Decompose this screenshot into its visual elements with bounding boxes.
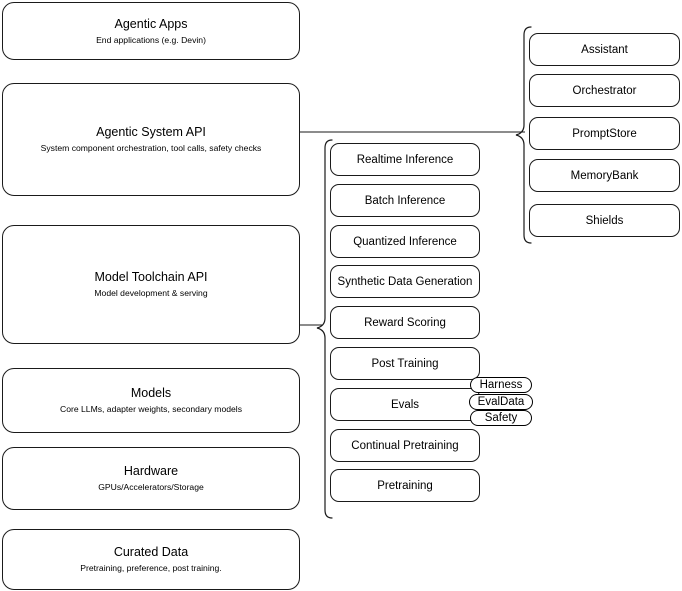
item-label: PromptStore (572, 127, 637, 140)
item-label: Pretraining (377, 479, 433, 492)
eval-pill-safety[interactable]: Safety (470, 410, 532, 426)
eval-pill-label: Safety (484, 411, 518, 424)
layer-box-hardware[interactable]: Hardware GPUs/Accelerators/Storage (2, 447, 300, 510)
toolchain-item-batch-inference[interactable]: Batch Inference (330, 184, 480, 217)
item-label: MemoryBank (570, 169, 639, 182)
layer-title: Hardware (123, 464, 179, 478)
layer-title: Curated Data (113, 545, 189, 559)
item-label: Realtime Inference (356, 153, 454, 166)
item-label: Assistant (581, 43, 628, 56)
toolchain-item-quantized-inference[interactable]: Quantized Inference (330, 225, 480, 258)
system-item-shields[interactable]: Shields (529, 204, 680, 237)
eval-pill-harness[interactable]: Harness (470, 377, 532, 393)
brace-system-items (515, 25, 533, 245)
layer-box-agentic-system-api[interactable]: Agentic System API System component orch… (2, 83, 300, 196)
eval-pill-label: Harness (479, 378, 523, 391)
eval-pill-label: EvalData (477, 395, 525, 408)
toolchain-item-continual-pretraining[interactable]: Continual Pretraining (330, 429, 480, 462)
toolchain-item-pretraining[interactable]: Pretraining (330, 469, 480, 502)
item-label: Post Training (371, 357, 439, 370)
toolchain-item-realtime-inference[interactable]: Realtime Inference (330, 143, 480, 176)
layer-title: Agentic Apps (114, 16, 188, 31)
toolchain-item-evals[interactable]: Evals (330, 388, 480, 421)
system-item-promptstore[interactable]: PromptStore (529, 117, 680, 150)
connector-toolchain-tick (300, 318, 326, 334)
layer-subtitle: Core LLMs, adapter weights, secondary mo… (60, 404, 242, 414)
toolchain-item-reward-scoring[interactable]: Reward Scoring (330, 306, 480, 339)
item-label: Reward Scoring (364, 316, 446, 329)
item-label: Continual Pretraining (351, 439, 459, 452)
layer-subtitle: End applications (e.g. Devin) (96, 34, 206, 45)
layer-title: Agentic System API (96, 125, 206, 139)
layer-box-model-toolchain-api[interactable]: Model Toolchain API Model development & … (2, 225, 300, 344)
system-item-memorybank[interactable]: MemoryBank (529, 159, 680, 192)
brace-toolchain-items (316, 138, 334, 520)
item-label: Evals (390, 398, 420, 411)
item-label: Batch Inference (364, 194, 446, 207)
connector-system-api-line (300, 125, 525, 141)
item-label: Shields (585, 214, 624, 227)
layer-subtitle: Pretraining, preference, post training. (80, 563, 222, 573)
item-label: Orchestrator (572, 84, 637, 97)
eval-pill-evaldata[interactable]: EvalData (469, 394, 533, 410)
toolchain-item-synthetic-data-generation[interactable]: Synthetic Data Generation (330, 265, 480, 298)
system-item-assistant[interactable]: Assistant (529, 33, 680, 66)
layer-subtitle: Model development & serving (94, 288, 208, 298)
layer-title: Models (130, 386, 172, 400)
item-label: Quantized Inference (353, 235, 457, 248)
layer-box-agentic-apps[interactable]: Agentic Apps End applications (e.g. Devi… (2, 2, 300, 60)
layer-box-models[interactable]: Models Core LLMs, adapter weights, secon… (2, 368, 300, 433)
system-item-orchestrator[interactable]: Orchestrator (529, 74, 680, 107)
item-label: Synthetic Data Generation (337, 275, 473, 288)
layer-box-curated-data[interactable]: Curated Data Pretraining, preference, po… (2, 529, 300, 590)
layer-title: Model Toolchain API (94, 270, 208, 284)
toolchain-item-post-training[interactable]: Post Training (330, 347, 480, 380)
layer-subtitle: GPUs/Accelerators/Storage (98, 482, 204, 492)
layer-subtitle: System component orchestration, tool cal… (40, 143, 262, 153)
